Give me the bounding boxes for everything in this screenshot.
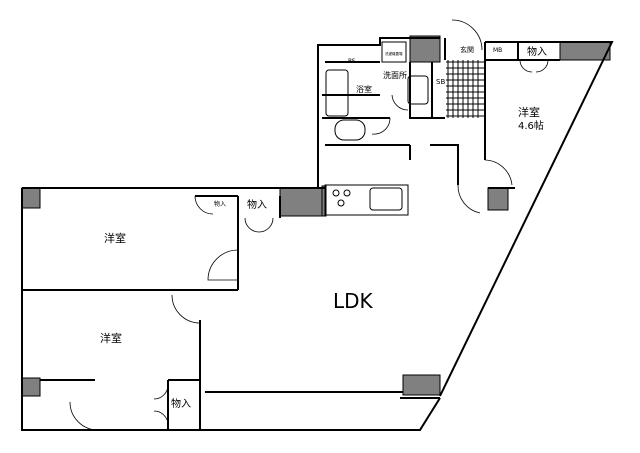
interior-walls (22, 38, 560, 430)
fixtures (324, 41, 429, 216)
label-western-room-3: 洋室 (518, 105, 540, 119)
label-shoe-box: SB (436, 78, 445, 86)
kitchen-sink (369, 187, 403, 211)
label-closet-3: 物入 (214, 200, 226, 208)
stove-burner (332, 189, 340, 197)
label-closet-4: 物入 (171, 397, 191, 410)
label-western-room-3-size: 4.6帖 (518, 119, 544, 132)
label-washroom: 洗面所 (383, 70, 407, 80)
stove-burner (343, 189, 351, 197)
label-entrance: 玄関 (460, 45, 474, 54)
structural-columns (21, 35, 611, 397)
label-washer-space: 洗濯機置場 (385, 51, 403, 56)
bathtub (325, 69, 349, 117)
label-closet-2: 物入 (247, 198, 267, 211)
stove-burner (337, 199, 345, 207)
label-meter-box: MB (493, 47, 502, 54)
entrance-tiles (446, 60, 484, 118)
room-labels: LDK 洋室 洋室 洋室 4.6帖 浴室 洗面所 玄関 SB MB PS 物入 … (100, 45, 547, 410)
washer-box (381, 41, 407, 63)
label-ldk: LDK (333, 289, 374, 313)
label-western-room-2: 洋室 (100, 331, 122, 345)
label-pipe-space: PS (348, 58, 356, 65)
outer-walls (21, 37, 614, 431)
label-closet-1: 物入 (527, 45, 547, 58)
label-western-room-1: 洋室 (104, 231, 126, 245)
toilet (334, 119, 366, 141)
wash-basin (407, 75, 429, 105)
label-bathroom: 浴室 (356, 84, 372, 94)
kitchen-counter (324, 184, 409, 216)
doors (69, 19, 549, 431)
